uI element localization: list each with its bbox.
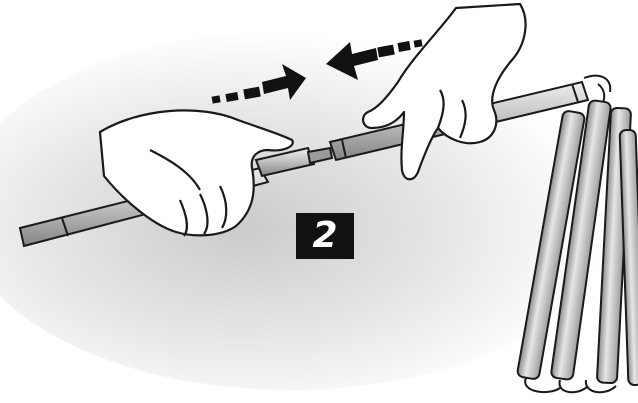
shaft-inner-joint [306, 146, 334, 165]
shaft-ferrule-left [254, 146, 316, 178]
arrow-right-icon [211, 64, 306, 104]
push-arrows [211, 39, 423, 104]
step-number-badge: 2 [296, 213, 354, 259]
folded-cane-segments [516, 74, 638, 394]
left-hand [98, 109, 294, 237]
right-hand [362, 2, 527, 181]
arrow-left-icon [326, 39, 423, 80]
